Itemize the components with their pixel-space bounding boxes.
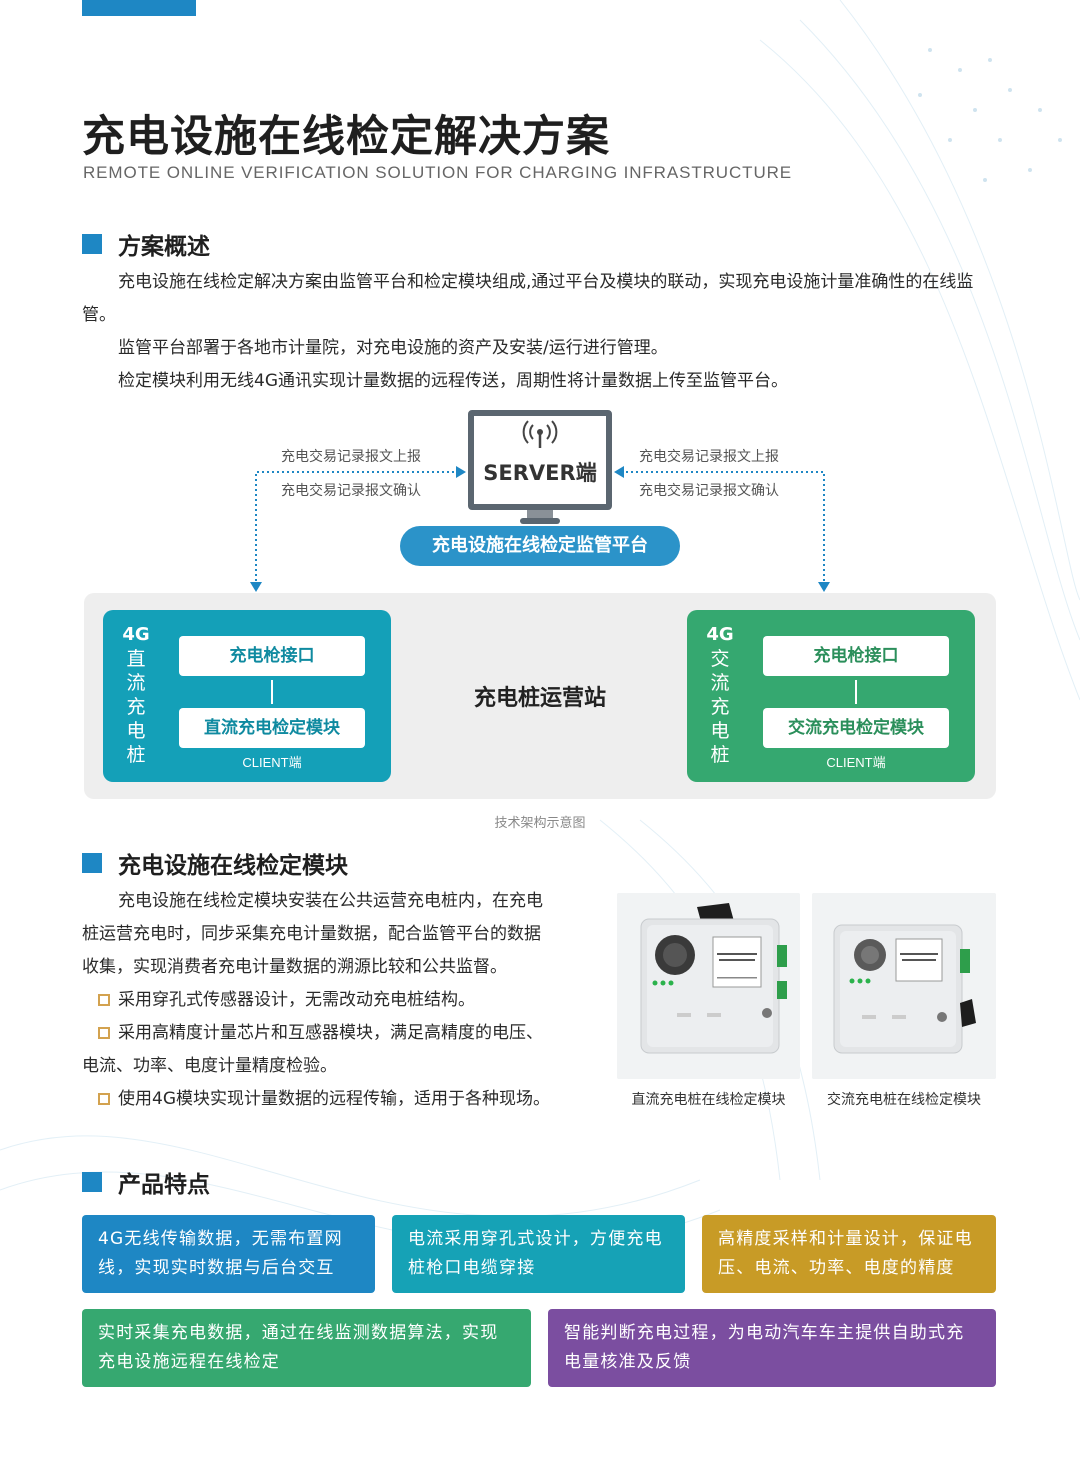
right-upload-label: 充电交易记录报文上报 <box>639 449 779 465</box>
feature-card-precision: 高精度采样和计量设计，保证电压、电流、功率、电度的精度 <box>702 1215 996 1293</box>
dc-pile-side-label: 4G 直 流 充 电 桩 <box>121 624 151 767</box>
page-title: 充电设施在线检定解决方案 <box>82 112 610 162</box>
bullet-square-icon <box>98 1093 110 1105</box>
overview-paragraph-3: 检定模块利用无线4G通讯实现计量数据的远程传送，周期性将计量数据上传至监管平台。 <box>118 371 788 391</box>
ac-pile-card: 4G 交 流 充 电 桩 充电枪接口 交流充电检定模块 CLIENT端 <box>687 610 975 782</box>
feature-bullet: 使用4G模块实现计量数据的远程传输，适用于各种现场。 <box>82 1083 582 1116</box>
dc-module-caption: 直流充电桩在线检定模块 <box>631 1092 786 1108</box>
4g-icon: 4G <box>122 624 150 645</box>
section-heading-features: 产品特点 <box>82 1165 210 1199</box>
feature-bullet-continued: 电流、功率、电度计量精度检验。 <box>82 1056 337 1076</box>
dc-client-label: CLIENT端 <box>242 755 302 770</box>
4g-icon: 4G <box>706 624 734 645</box>
section-heading-module: 充电设施在线检定模块 <box>82 846 348 880</box>
dc-module-photo <box>617 893 800 1079</box>
right-confirm-label: 充电交易记录报文确认 <box>639 483 779 499</box>
overview-paragraph-1: 充电设施在线检定解决方案由监管平台和检定模块组成,通过平台及模块的联动，实现充电… <box>82 272 974 325</box>
server-label: SERVER端 <box>483 461 597 485</box>
operating-station-label: 充电桩运营站 <box>473 686 606 711</box>
platform-label: 充电设施在线检定监管平台 <box>400 526 680 566</box>
monitor-base <box>520 518 560 524</box>
left-upload-label: 充电交易记录报文上报 <box>281 449 421 465</box>
feature-card-realtime: 实时采集充电数据，通过在线监测数据算法，实现充电设施远程在线检定 <box>82 1309 531 1387</box>
dc-pile-card: 4G 直 流 充 电 桩 充电枪接口 直流充电检定模块 CLIENT端 <box>103 610 391 782</box>
diagram-caption: 技术架构示意图 <box>494 816 586 831</box>
wifi-antenna-icon <box>522 420 558 448</box>
top-accent-bar <box>82 0 196 16</box>
module-intro-line: 桩运营充电时，同步采集充电计量数据，配合监管平台的数据 <box>82 924 541 944</box>
section-marker <box>82 1172 102 1192</box>
feature-card-smart: 智能判断充电过程，为电动汽车车主提供自助式充电量核准及反馈 <box>548 1309 996 1387</box>
module-intro-line: 收集，实现消费者充电计量数据的溯源比较和公共监督。 <box>82 957 507 977</box>
feature-bullet: 采用穿孔式传感器设计，无需改动充电桩结构。 <box>82 984 582 1017</box>
ac-module-photo <box>812 893 996 1079</box>
dc-charging-gun-interface: 充电枪接口 <box>179 636 365 676</box>
section-marker <box>82 853 102 873</box>
left-confirm-label: 充电交易记录报文确认 <box>281 483 421 499</box>
dc-connector-line <box>271 680 273 704</box>
bullet-square-icon <box>98 994 110 1006</box>
section-marker <box>82 234 102 254</box>
ac-client-label: CLIENT端 <box>826 755 886 770</box>
module-intro-line: 充电设施在线检定模块安装在公共运营充电桩内，在充电 <box>118 891 543 911</box>
section-label: 方案概述 <box>118 234 210 260</box>
bullet-square-icon <box>98 1027 110 1039</box>
section-label: 产品特点 <box>118 1172 210 1198</box>
module-description: 充电设施在线检定模块安装在公共运营充电桩内，在充电 桩运营充电时，同步采集充电计… <box>82 885 582 1116</box>
dc-pile-name: 直 流 充 电 桩 <box>126 648 146 766</box>
feature-bullet: 采用高精度计量芯片和互感器模块，满足高精度的电压、 <box>82 1017 582 1050</box>
section-label: 充电设施在线检定模块 <box>118 853 348 879</box>
ac-pile-name: 交 流 充 电 桩 <box>710 648 730 766</box>
section-heading-overview: 方案概述 <box>82 227 210 261</box>
ac-pile-side-label: 4G 交 流 充 电 桩 <box>705 624 735 767</box>
overview-paragraph-2: 监管平台部署于各地市计量院，对充电设施的资产及安装/运行进行管理。 <box>118 338 668 358</box>
feature-card-perforation: 电流采用穿孔式设计，方便充电桩枪口电缆穿接 <box>392 1215 685 1293</box>
ac-module-caption: 交流充电桩在线检定模块 <box>827 1092 981 1108</box>
feature-card-4g: 4G无线传输数据，无需布置网线，实现实时数据与后台交互 <box>82 1215 375 1293</box>
server-monitor <box>468 410 612 510</box>
ac-connector-line <box>855 680 857 704</box>
ac-charging-gun-interface: 充电枪接口 <box>763 636 949 676</box>
page-subtitle: REMOTE ONLINE VERIFICATION SOLUTION FOR … <box>83 163 793 182</box>
ac-verification-module: 交流充电检定模块 <box>763 708 949 748</box>
monitor-neck <box>527 510 553 520</box>
connector-arrows <box>250 466 830 592</box>
dc-verification-module: 直流充电检定模块 <box>179 708 365 748</box>
